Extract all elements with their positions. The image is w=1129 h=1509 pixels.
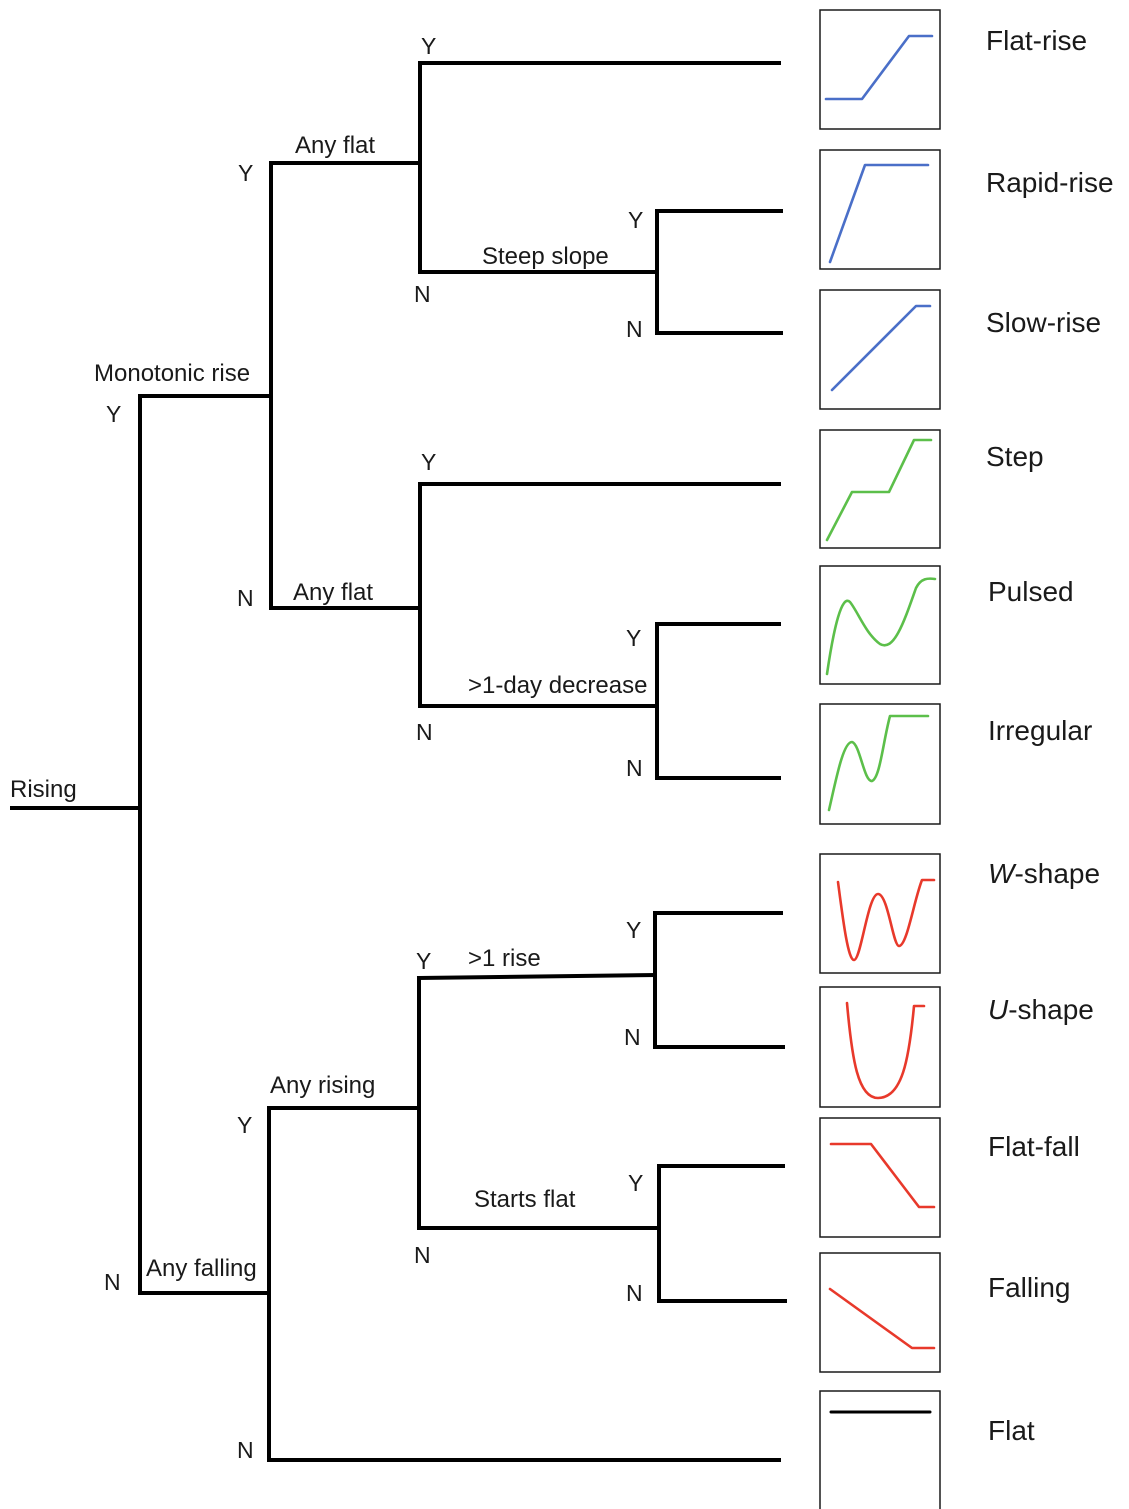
question-monotonic-rise: Monotonic rise (94, 360, 250, 387)
tree-edges (10, 61, 787, 1462)
category-label-u-shape: U-shape (988, 994, 1094, 1025)
falling-icon (819, 1252, 941, 1373)
branch-yes-label: Y (626, 917, 641, 943)
step-icon (819, 429, 941, 549)
category-label-pulsed: Pulsed (988, 576, 1074, 607)
irregular-icon (819, 703, 941, 825)
flat-fall-icon (819, 1117, 941, 1238)
slow-rise-icon (819, 289, 941, 410)
branch-yes-label: Y (416, 948, 431, 974)
branch-yes-label: Y (626, 625, 641, 651)
branch-yes-label: Y (421, 449, 436, 475)
root-label: Rising (10, 776, 77, 803)
u-shape-icon (819, 986, 941, 1108)
category-label-flat-rise: Flat-rise (986, 25, 1087, 56)
question-any-flat-1: Any flat (295, 132, 375, 159)
category-icons (819, 9, 941, 1509)
branch-no-label: N (626, 1280, 643, 1306)
branch-no-label: N (416, 719, 433, 745)
branch-no-label: N (414, 281, 431, 307)
branch-no-label: N (414, 1242, 431, 1268)
branch-no-label: N (104, 1269, 121, 1295)
question-any-flat-2: Any flat (293, 579, 373, 606)
slow-rise-curve (830, 304, 932, 392)
category-label-falling: Falling (988, 1272, 1070, 1303)
question-any-falling: Any falling (146, 1255, 257, 1282)
w-shape-curve (836, 878, 936, 962)
question-steep-slope: Steep slope (482, 243, 609, 270)
flat-icon (819, 1390, 941, 1509)
rapid-rise-icon (819, 149, 941, 270)
branch-yes-label: Y (237, 1112, 252, 1138)
category-label-step: Step (986, 441, 1044, 472)
branch-no-label: N (237, 1437, 254, 1463)
question-more-than-one-rise: >1 rise (468, 945, 541, 972)
branch-yes-label: Y (238, 160, 253, 186)
category-label-irregular: Irregular (988, 715, 1092, 746)
step-curve (825, 438, 933, 542)
category-labels: Flat-rise Rapid-rise Slow-rise Step Puls… (986, 25, 1114, 1446)
branch-yes-label: Y (628, 1170, 643, 1196)
flat-fall-curve (829, 1142, 936, 1209)
branch-labels: Y N Y N Y N Y N Y N Y N Y N Y N Y N Y N (104, 33, 643, 1463)
branch-no-label: N (626, 316, 643, 342)
pulsed-curve (825, 577, 937, 676)
edge-more-than-one-rise (416, 972, 658, 981)
branch-yes-label: Y (628, 207, 643, 233)
question-one-day-decrease: >1-day decrease (468, 672, 647, 699)
category-label-rapid-rise: Rapid-rise (986, 167, 1114, 198)
w-shape-icon (819, 853, 941, 974)
falling-curve (828, 1287, 936, 1350)
question-any-rising: Any rising (270, 1072, 375, 1099)
category-label-flat: Flat (988, 1415, 1035, 1446)
node-labels: Rising Monotonic rise Any flat Steep slo… (10, 132, 647, 1282)
category-label-slow-rise: Slow-rise (986, 307, 1101, 338)
flat-rise-icon (819, 9, 941, 130)
u-shape-curve (845, 1001, 926, 1100)
branch-yes-label: Y (421, 33, 436, 59)
category-label-w-shape: W-shape (988, 858, 1100, 889)
rapid-rise-curve (828, 163, 930, 264)
irregular-curve (827, 714, 930, 812)
question-starts-flat: Starts flat (474, 1186, 576, 1213)
flat-rise-curve (824, 34, 934, 101)
branch-no-label: N (624, 1024, 641, 1050)
branch-no-label: N (237, 585, 254, 611)
branch-yes-label: Y (106, 401, 121, 427)
pulsed-icon (819, 565, 941, 685)
category-label-flat-fall: Flat-fall (988, 1131, 1080, 1162)
branch-no-label: N (626, 755, 643, 781)
